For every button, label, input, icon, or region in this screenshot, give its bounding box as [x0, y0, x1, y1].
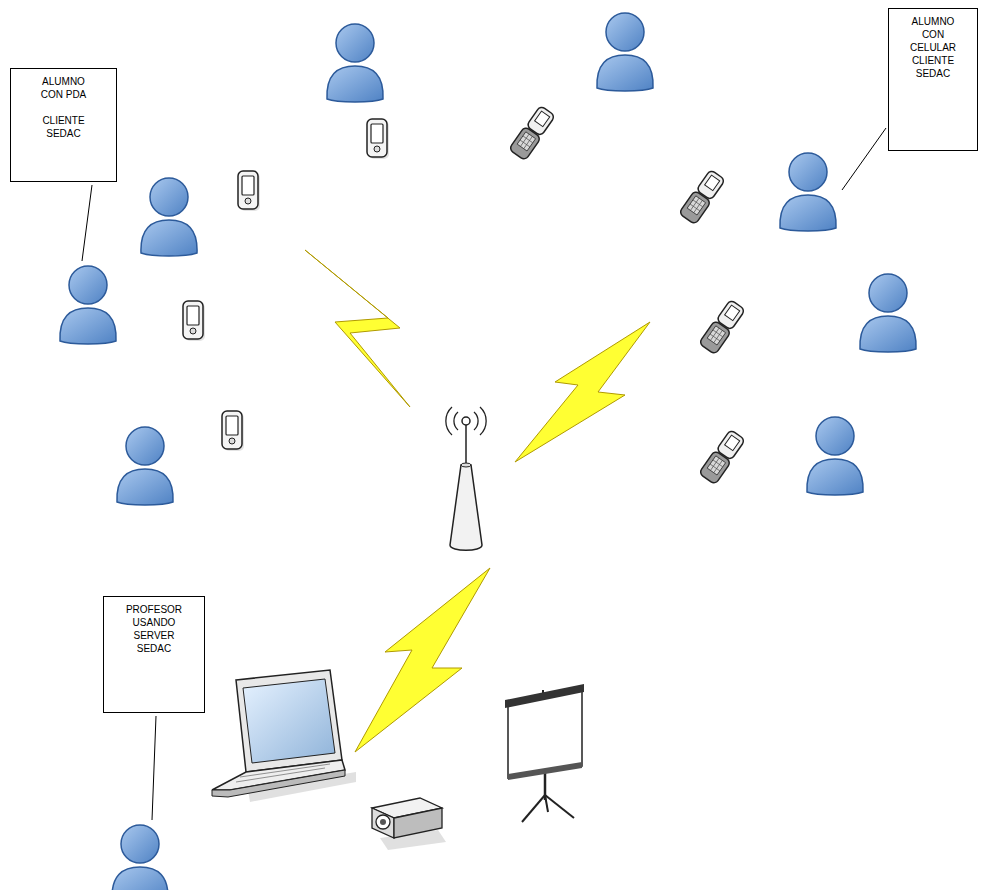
mobile-phone	[509, 105, 556, 161]
callout-box: ALUMNO CON CELULAR CLIENTE SEDAC	[888, 8, 978, 151]
callout-box: PROFESOR USANDO SERVER SEDAC	[103, 596, 205, 713]
laptop	[212, 670, 356, 802]
projector	[372, 798, 446, 850]
access-point	[446, 407, 486, 550]
person-icon	[597, 13, 653, 91]
person-icon	[141, 178, 197, 256]
wireless-bolt	[305, 250, 410, 407]
mobile-phone	[699, 429, 746, 485]
pda-device	[222, 411, 244, 451]
leader-line	[82, 185, 92, 261]
person-icon	[860, 274, 916, 352]
mobile-phone	[679, 169, 726, 225]
wireless-bolt	[515, 322, 650, 462]
pda-device	[183, 301, 205, 341]
pda-device	[367, 119, 389, 159]
mobile-phone	[699, 299, 746, 355]
wireless-bolt	[355, 568, 490, 752]
person-icon	[117, 427, 173, 505]
callout-text: CLIENTE SEDAC	[35, 114, 93, 140]
person-icon	[780, 153, 836, 231]
callout-text: PROFESOR USANDO SERVER SEDAC	[124, 603, 184, 655]
callout-text: ALUMNO CON CELULAR CLIENTE SEDAC	[907, 15, 959, 80]
callout-box: ALUMNO CON PDA CLIENTE SEDAC	[10, 68, 117, 182]
person-icon	[112, 825, 168, 890]
person-icon	[327, 24, 383, 102]
projection-screen	[505, 684, 584, 822]
person-icon	[60, 266, 116, 344]
leader-line	[152, 716, 156, 820]
callout-text: ALUMNO CON PDA	[35, 75, 93, 101]
leader-line	[842, 128, 886, 190]
person-icon	[807, 417, 863, 495]
pda-device	[238, 171, 260, 211]
